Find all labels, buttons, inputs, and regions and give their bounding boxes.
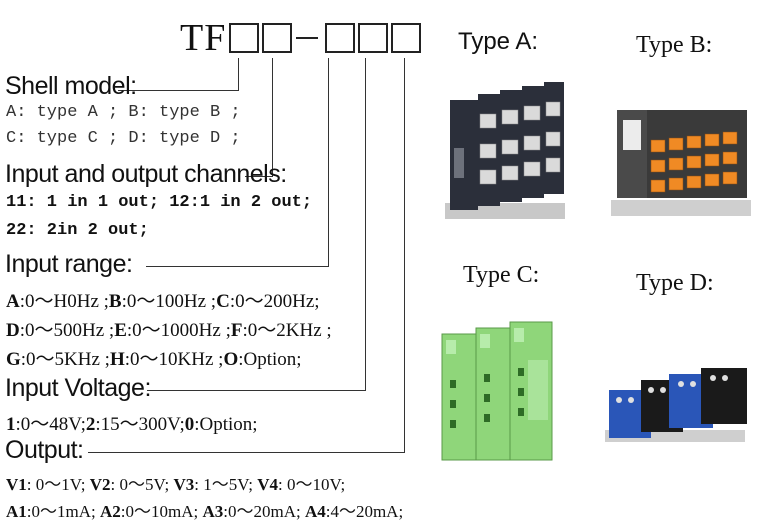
code-box-voltage (358, 23, 389, 53)
voltage-value: :15～300V; (95, 414, 185, 435)
output-key: V2 (89, 475, 111, 494)
voltage-key: 1 (6, 414, 16, 435)
range-key: F (230, 320, 243, 341)
type-d-label: Type D: (636, 270, 714, 296)
output-key: A1 (6, 502, 27, 521)
connector-voltage (365, 58, 366, 390)
type-b-image (611, 110, 751, 216)
range-key: G (6, 349, 21, 370)
connector-range-h (146, 266, 329, 267)
connector-channels-h (245, 176, 273, 177)
model-code: TF (180, 17, 422, 59)
code-box-shell (229, 23, 260, 53)
voltage-heading: Input Voltage: (5, 374, 151, 402)
output-value: :0～1mA; (26, 502, 96, 521)
output-line-1: V1: 0～1V; V2: 0～5V; V3: 1～5V; V4: 0～10V; (6, 470, 345, 495)
range-heading: Input range: (5, 250, 133, 278)
range-key: C (216, 291, 230, 312)
output-key: V4 (257, 475, 279, 494)
output-heading: Output: (5, 436, 84, 464)
voltage-key: 2 (85, 414, 96, 435)
voltage-key: 0 (184, 414, 195, 435)
range-line-3: G:0～5KHz ;H:0～10KHz ;O:Option; (6, 344, 302, 371)
range-value: :0～2KHz ; (242, 320, 332, 341)
output-key: A3 (202, 502, 224, 521)
type-c-label: Type C: (463, 262, 540, 288)
code-box-channels (262, 23, 293, 53)
code-box-range (325, 23, 356, 53)
voltage-value: :Option; (194, 414, 258, 435)
connector-voltage-h (147, 390, 366, 391)
connector-shell (238, 58, 239, 90)
output-value: :0～10mA; (120, 502, 199, 521)
type-c-image (441, 321, 553, 461)
connector-output-h (88, 452, 405, 453)
connector-range (328, 58, 329, 266)
output-value: : 1～5V; (194, 475, 253, 494)
connector-output (404, 58, 405, 452)
channels-heading: Input and output channels: (5, 160, 287, 188)
range-key: H (109, 349, 125, 370)
output-value: : 0～5V; (110, 475, 170, 494)
output-value: :4～20mA; (325, 502, 404, 521)
range-value: :0～1000Hz ; (126, 320, 231, 341)
range-key: D (6, 320, 20, 341)
model-code-prefix: TF (180, 17, 227, 59)
output-key: V3 (173, 475, 195, 494)
range-key: A (6, 291, 20, 312)
type-d-image (605, 368, 747, 442)
channels-line-2: 22: 2in 2 out; (6, 221, 149, 240)
output-value: :0～20mA; (223, 502, 301, 521)
output-key: V1 (6, 475, 27, 494)
range-value: :0～500Hz ; (19, 320, 115, 341)
range-value: :0～200Hz; (229, 291, 320, 312)
range-value: :0～H0Hz ; (19, 291, 109, 312)
type-a-image (445, 82, 565, 219)
range-key: B (108, 291, 122, 312)
connector-shell-h (118, 90, 239, 91)
range-key: E (114, 320, 127, 341)
output-line-2: A1:0～1mA; A2:0～10mA; A3:0～20mA; A4:4～20m… (6, 497, 403, 522)
code-box-output (391, 23, 422, 53)
range-value: :0～10KHz ; (124, 349, 224, 370)
range-value: :Option; (238, 349, 302, 370)
range-line-2: D:0～500Hz ;E:0～1000Hz ;F:0～2KHz ; (6, 315, 332, 342)
range-key: O (223, 349, 239, 370)
voltage-line: 1:0～48V;2:15～300V;0:Option; (6, 409, 258, 436)
range-line-1: A:0～H0Hz ;B:0～100Hz ;C:0～200Hz; (6, 286, 320, 313)
output-key: A2 (99, 502, 121, 521)
connector-channels (272, 58, 273, 176)
output-key: A4 (304, 502, 326, 521)
range-value: :0～100Hz ; (121, 291, 217, 312)
type-b-label: Type B: (636, 32, 713, 58)
type-a-label: Type A: (458, 28, 539, 55)
shell-heading: Shell model: (5, 72, 137, 100)
din-rail (611, 200, 751, 216)
channels-line-1: 11: 1 in 1 out; 12:1 in 2 out; (6, 193, 313, 212)
voltage-value: :0～48V; (15, 414, 86, 435)
output-value: : 0～10V; (278, 475, 346, 494)
range-value: :0～5KHz ; (20, 349, 110, 370)
code-separator (296, 37, 319, 39)
shell-line-1: A: type A ; B: type B ; (6, 103, 241, 122)
shell-line-2: C: type C ; D: type D ; (6, 129, 241, 148)
output-value: : 0～1V; (26, 475, 86, 494)
